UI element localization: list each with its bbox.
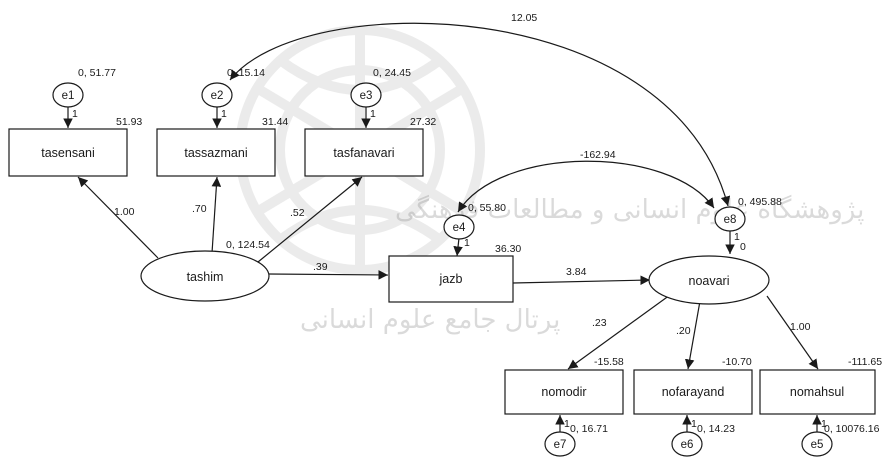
node-nomodir <box>504 369 624 415</box>
intercept-nomodir: -15.58 <box>594 356 624 368</box>
error-e7 <box>544 431 576 457</box>
loading-e2: 1 <box>221 108 227 120</box>
variance-e2: 0, 15.14 <box>227 67 265 79</box>
label-e8: e8 <box>724 214 737 226</box>
path-tashim-tasensani <box>77 176 159 259</box>
variance-e5: 0, 10076.16 <box>824 423 880 435</box>
label-e2: e2 <box>211 90 224 102</box>
error-e6 <box>671 431 703 457</box>
variance-e7: 0, 16.71 <box>570 423 608 435</box>
coef-tashim-tassazmani: .70 <box>192 203 207 215</box>
label-e6: e6 <box>681 439 694 451</box>
coef-jazb-noavari: 3.84 <box>566 266 587 278</box>
variance-tashim: 0, 124.54 <box>226 239 270 251</box>
node-nofarayand <box>633 369 753 415</box>
intercept-tasensani: 51.93 <box>116 116 142 128</box>
label-e5: e5 <box>811 439 824 451</box>
loading-e3: 1 <box>370 108 376 120</box>
loading-e4: 1 <box>464 237 470 249</box>
variance-e6: 0, 14.23 <box>697 423 735 435</box>
coef-tashim-jazb: .39 <box>313 261 328 273</box>
variance-e3: 0, 24.45 <box>373 67 411 79</box>
coef-noavari-nofarayand: .20 <box>676 325 691 337</box>
cov-e2-e8: 12.05 <box>511 12 537 24</box>
node-jazb <box>388 255 514 303</box>
intercept-tasfanavari: 27.32 <box>410 116 436 128</box>
label-tasfanavari: tasfanavari <box>333 146 394 160</box>
loading-e8: 1 <box>734 231 740 243</box>
error-e5 <box>801 431 833 457</box>
coef-tashim-tasfanavari: .52 <box>290 207 305 219</box>
coef-noavari-nomahsul: 1.00 <box>790 321 811 333</box>
variance-e4: 0, 55.80 <box>468 202 506 214</box>
node-nomahsul <box>759 369 876 415</box>
error-e1 <box>52 82 84 108</box>
label-e1: e1 <box>62 90 75 102</box>
arrow-e4-jazb <box>453 237 463 257</box>
node-tasensani <box>8 128 128 177</box>
label-nomahsul: nomahsul <box>790 385 844 399</box>
intercept-tassazmani: 31.44 <box>262 116 288 128</box>
label-tashim: tashim <box>187 270 224 284</box>
label-e3: e3 <box>360 90 373 102</box>
variance-e1: 0, 51.77 <box>78 67 116 79</box>
path-tashim-tasfanavari <box>257 176 363 263</box>
node-tasfanavari <box>304 128 424 177</box>
label-e4: e4 <box>453 222 466 234</box>
covariance-e4-e8 <box>457 160 715 213</box>
path-jazb-noavari <box>512 275 651 286</box>
path-noavari-nomahsul <box>766 295 819 370</box>
label-jazb: jazb <box>439 272 463 286</box>
intercept-noavari: 0 <box>740 241 746 253</box>
intercept-nofarayand: -10.70 <box>722 356 752 368</box>
loading-e5: 1 <box>821 418 827 430</box>
loading-e1: 1 <box>72 108 78 120</box>
label-tasensani: tasensani <box>41 146 95 160</box>
path-tashim-tassazmani <box>211 176 222 254</box>
label-e7: e7 <box>554 439 567 451</box>
loading-e7: 1 <box>564 418 570 430</box>
covariance-e2-e8 <box>229 22 731 207</box>
path-noavari-nomodir <box>567 294 671 370</box>
path-tashim-jazb <box>267 270 389 280</box>
error-e8 <box>714 206 746 232</box>
label-tassazmani: tassazmani <box>184 146 247 160</box>
loading-e6: 1 <box>691 418 697 430</box>
coef-tashim-tasensani: 1.00 <box>114 206 135 218</box>
coef-noavari-nomodir: .23 <box>592 317 607 329</box>
error-e2 <box>201 82 233 108</box>
node-noavari <box>648 255 770 305</box>
node-tashim <box>140 250 270 302</box>
path-noavari-nofarayand <box>684 300 701 370</box>
variance-e8: 0, 495.88 <box>738 196 782 208</box>
cov-e4-e8: -162.94 <box>580 149 616 161</box>
error-e3 <box>350 82 382 108</box>
label-noavari: noavari <box>689 274 730 288</box>
node-tassazmani <box>156 128 276 177</box>
intercept-nomahsul: -111.65 <box>848 356 882 368</box>
error-e4 <box>443 214 475 240</box>
label-nofarayand: nofarayand <box>662 385 725 399</box>
intercept-jazb: 36.30 <box>495 243 521 255</box>
label-nomodir: nomodir <box>541 385 586 399</box>
